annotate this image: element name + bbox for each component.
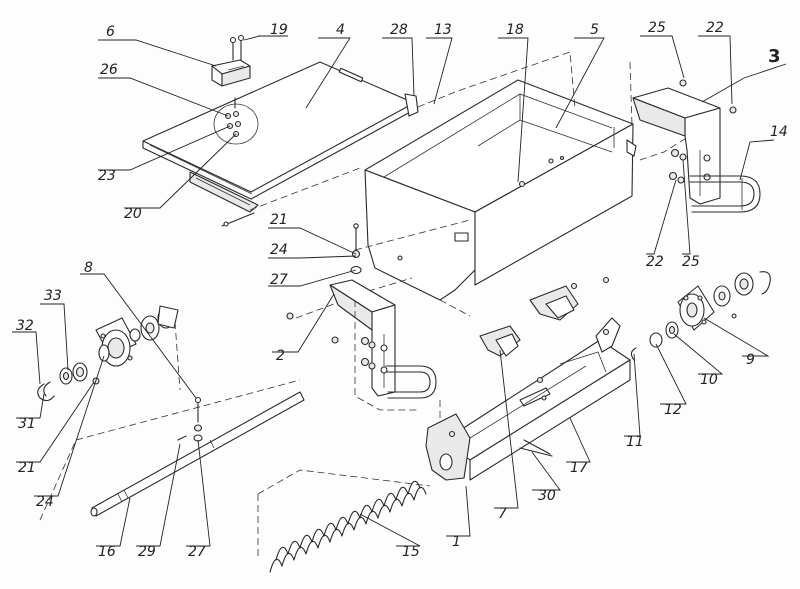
label-30: 30: [538, 488, 556, 504]
label-11: 11: [626, 434, 644, 450]
agitator-spring: [257, 469, 431, 573]
label-27-mid: 27: [270, 272, 288, 288]
bolt-8: [193, 396, 203, 442]
label-2: 2: [276, 348, 285, 364]
right-bracket: [632, 87, 721, 205]
label-25-low: 25: [682, 254, 700, 270]
label-18: 18: [506, 22, 524, 38]
label-13: 13: [434, 22, 452, 38]
label-19: 19: [270, 22, 288, 38]
trough-body: [425, 317, 631, 481]
bearing-housing-left: [37, 317, 137, 402]
hopper-box: [364, 79, 637, 301]
label-22-low: 22: [646, 254, 664, 270]
bearing-housing-right: [630, 271, 771, 361]
label-24-mid: 24: [270, 242, 288, 258]
left-dashed-frame: [354, 300, 441, 420]
agitator-paddles: [479, 276, 610, 357]
callout-labels: 6 19 4 28 13 18 5 25 22 3 26 23 20 14 21…: [16, 20, 788, 560]
label-21-mid: 21: [270, 212, 288, 228]
label-20: 20: [124, 206, 142, 222]
label-28: 28: [390, 22, 408, 38]
label-22-top: 22: [706, 20, 724, 36]
label-24-left: 24: [36, 494, 54, 510]
label-7: 7: [498, 506, 507, 522]
label-31: 31: [18, 416, 36, 432]
label-29: 29: [138, 544, 156, 560]
label-27-bottom: 27: [188, 544, 206, 560]
label-1: 1: [452, 534, 461, 550]
label-21-left: 21: [18, 460, 36, 476]
label-4: 4: [336, 22, 345, 38]
label-15: 15: [402, 544, 420, 560]
hinge-bracket: [211, 34, 251, 87]
label-6: 6: [106, 24, 115, 40]
label-10: 10: [700, 372, 718, 388]
label-25-top: 25: [648, 20, 666, 36]
main-shaft: [90, 391, 305, 517]
label-17: 17: [570, 460, 588, 476]
rod-30: [523, 439, 551, 455]
sprocket-and-flange-left: [129, 305, 179, 342]
label-5: 5: [590, 22, 599, 38]
label-12: 12: [664, 402, 682, 418]
left-bracket: [286, 279, 437, 399]
label-32: 32: [16, 318, 34, 334]
leader-lines: [12, 35, 787, 547]
label-26: 26: [100, 62, 118, 78]
label-23: 23: [98, 168, 116, 184]
label-3: 3: [768, 46, 781, 67]
u-bolt-right: [689, 175, 761, 213]
label-14: 14: [770, 124, 788, 140]
label-8: 8: [84, 260, 93, 276]
label-9: 9: [746, 352, 755, 368]
label-16: 16: [98, 544, 116, 560]
left-dashed-shaft: [39, 321, 301, 521]
right-bracket-nuts: [668, 79, 737, 184]
label-33: 33: [44, 288, 62, 304]
hopper-lid: [142, 61, 419, 227]
